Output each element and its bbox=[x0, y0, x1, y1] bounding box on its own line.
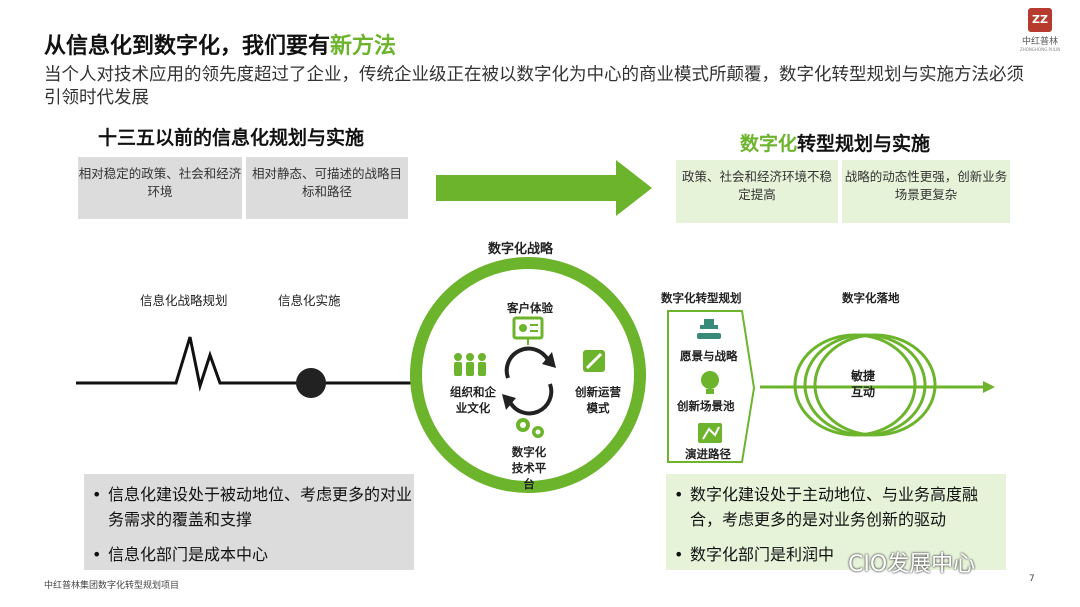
right-context-box-2: 战略的动态性更强，创新业务场景更复杂 bbox=[842, 160, 1010, 223]
cycle-arrow-bottom bbox=[508, 383, 554, 416]
cycle-arrow-top bbox=[504, 346, 550, 379]
strategy-title: 数字化战略 bbox=[488, 242, 554, 257]
cycle-arrowhead-top bbox=[542, 352, 556, 368]
right-bullet-1: 数字化建设处于主动地位、与业务高度融合，考虑更多的是对业务创新的驱动 bbox=[690, 485, 979, 529]
implementation-node bbox=[296, 368, 326, 398]
people-icon bbox=[454, 353, 486, 376]
planning-item-scenarios: 创新场景池 bbox=[677, 399, 735, 413]
logo-mark: ZZ bbox=[1028, 8, 1052, 32]
customer-experience-label: 客户体验 bbox=[507, 301, 553, 315]
right-heading-highlight: 数字化 bbox=[740, 133, 798, 155]
customer-experience-icon bbox=[512, 316, 544, 345]
tech-platform-label: 数字化技术平台 bbox=[511, 445, 547, 491]
cycle-arrowhead-bottom bbox=[502, 394, 516, 410]
title-prefix: 从信息化到数字化，我们要有 bbox=[44, 34, 331, 59]
right-context-box-1: 政策、社会和经济环境不稳定提高 bbox=[676, 160, 838, 223]
left-context-box-1: 相对稳定的政策、社会和经济环境 bbox=[78, 157, 242, 219]
planning-item-vision: 愿景与战略 bbox=[680, 349, 738, 363]
title-highlight: 新方法 bbox=[330, 34, 397, 59]
page-number: 7 bbox=[1029, 574, 1035, 584]
landing-center-label: 敏捷互动 bbox=[850, 369, 875, 399]
page-subtitle: 当个人对技术应用的领先度超过了企业，传统企业级正在被以数字化为中心的商业模式所颠… bbox=[44, 65, 1024, 108]
landing-arrowhead bbox=[983, 381, 995, 393]
right-heading-rest: 转型规划与实施 bbox=[797, 133, 931, 155]
watermark: CIO发展中心 bbox=[848, 552, 976, 577]
pencil-icon bbox=[583, 350, 605, 372]
right-bullet-box: •数字化建设处于主动地位、与业务高度融合，考虑更多的是对业务创新的驱动 •数字化… bbox=[666, 474, 1006, 570]
left-bullet-1: 信息化建设处于被动地位、考虑更多的对业务需求的覆盖和支撑 bbox=[108, 485, 413, 529]
left-heading: 十三五以前的信息化规划与实施 bbox=[98, 127, 365, 149]
path-icon bbox=[698, 423, 722, 443]
implementation-label: 信息化实施 bbox=[278, 293, 341, 308]
company-logo: ZZ 中红普林 ZHONGHONG PULIN bbox=[1020, 8, 1060, 56]
left-bullet-2: 信息化部门是成本中心 bbox=[108, 545, 269, 564]
planning-item-roadmap: 演进路径 bbox=[685, 447, 731, 461]
left-context-box-2: 相对静态、可描述的战略目标和路径 bbox=[246, 157, 408, 219]
planning-title: 数字化转型规划 bbox=[661, 291, 742, 305]
transition-arrow bbox=[436, 160, 652, 216]
landing-title: 数字化落地 bbox=[842, 291, 900, 305]
right-bullet-2: 数字化部门是利润中 bbox=[690, 545, 835, 564]
left-bullet-box: •信息化建设处于被动地位、考虑更多的对业务需求的覆盖和支撑 •信息化部门是成本中… bbox=[84, 474, 414, 570]
strategy-planning-label: 信息化战略规划 bbox=[140, 293, 228, 308]
organization-culture-label: 组织和企业文化 bbox=[450, 385, 496, 415]
gears-icon bbox=[516, 418, 544, 438]
vision-icon bbox=[697, 319, 721, 339]
landing-rings bbox=[793, 333, 937, 437]
right-heading: 数字化转型规划与实施 bbox=[740, 129, 930, 156]
footer-text: 中红普林集团数字化转型规划项目 bbox=[44, 581, 180, 591]
page-title: 从信息化到数字化，我们要有新方法 bbox=[44, 28, 396, 60]
logo-name: 中红普林 bbox=[1021, 37, 1058, 47]
operating-model-label: 创新运营模式 bbox=[575, 385, 621, 415]
heartbeat-line bbox=[76, 336, 420, 392]
logo-english-name: ZHONGHONG PULIN bbox=[1020, 47, 1061, 52]
strategy-ring bbox=[410, 257, 646, 493]
lightbulb-icon bbox=[701, 371, 719, 394]
